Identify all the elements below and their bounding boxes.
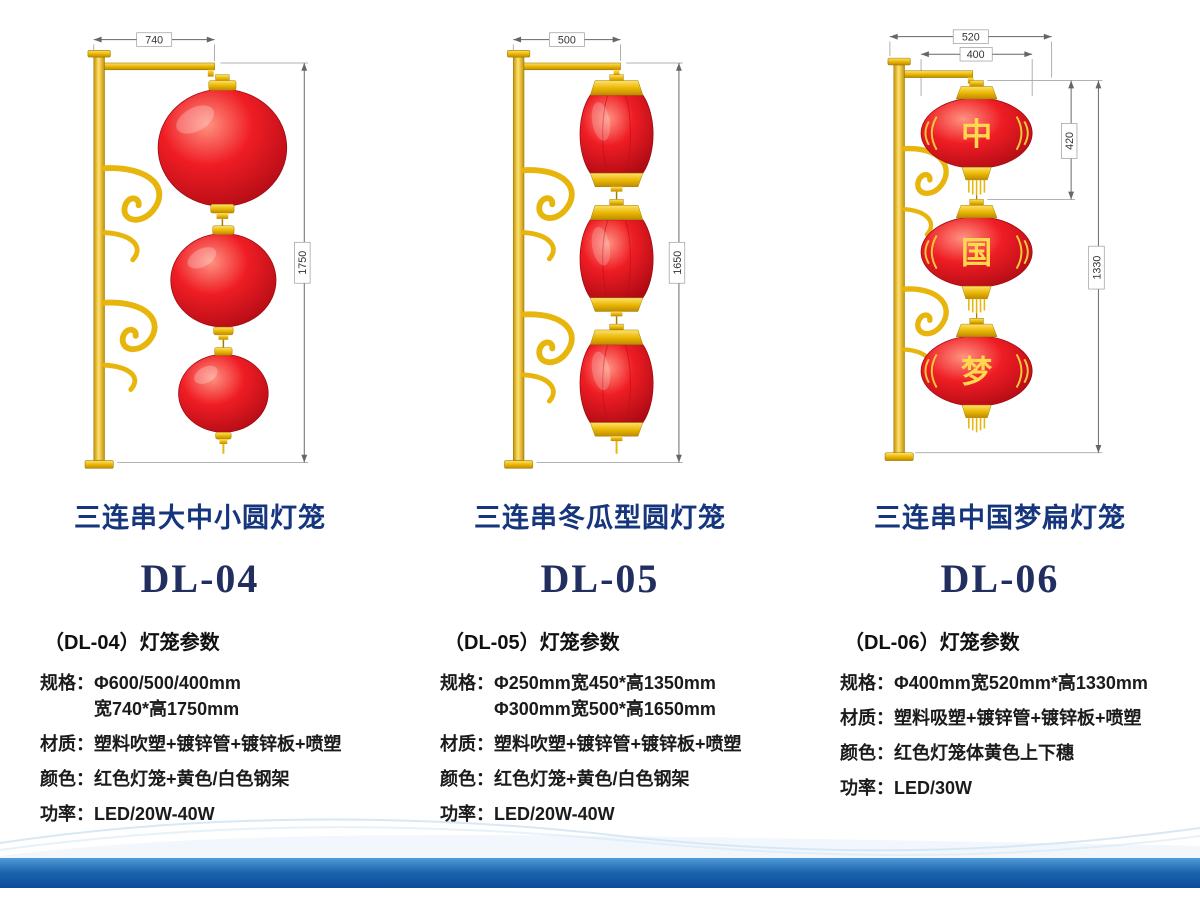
product-title: 三连串中国梦扁灯笼: [874, 503, 1126, 533]
product-model: DL-05: [540, 556, 660, 601]
lantern-small: [178, 347, 269, 454]
dim-total-height: 1330: [915, 80, 1105, 454]
dim-height-value: 1750: [297, 251, 309, 275]
spec-label: 功率：: [40, 804, 94, 825]
spec-label: 规格：: [440, 673, 494, 693]
spec-value: LED/20W-40W: [494, 804, 615, 825]
dim-inner-width-value: 400: [967, 49, 985, 61]
spec-label: 颜色：: [40, 769, 94, 790]
dim-width-value: 500: [558, 34, 576, 46]
lantern-drawing-dl05: 500: [504, 32, 686, 469]
product-drawing-dl06: 520 400: [800, 24, 1200, 482]
spec-row-material: 材质： 塑料吸塑+镀锌管+镀锌板+喷塑: [840, 705, 1200, 731]
product-model: DL-06: [940, 556, 1060, 601]
lantern-flat-zhong: 中: [920, 80, 1033, 200]
param-header: （DL-06）灯笼参数: [844, 632, 1020, 654]
product-drawing-dl05: 500: [400, 24, 800, 482]
bracket-frame: [84, 50, 215, 469]
spec-row-color: 颜色： 红色灯笼+黄色/白色钢架: [40, 766, 400, 792]
dim-outer-width-value: 520: [962, 32, 980, 44]
spec-label: 材质：: [440, 734, 494, 755]
spec-row-size: 规格： Φ400mm宽520mm*高1330mm: [840, 670, 1200, 696]
lantern-flat-guo: 国: [920, 199, 1033, 319]
product-columns: 740: [0, 24, 1200, 836]
spec-value: Φ600/500/400mm 宽740*高1750mm: [94, 673, 241, 720]
spec-value: LED/30W: [894, 778, 973, 799]
spec-value: LED/20W-40W: [94, 804, 215, 825]
lantern-flat-meng: 梦: [920, 318, 1033, 433]
spec-row-power: 功率： LED/20W-40W: [40, 801, 400, 827]
lantern-drawing-dl04: 740: [84, 32, 311, 469]
spec-value: 塑料吹塑+镀锌管+镀锌板+喷塑: [494, 734, 742, 755]
spec-value: 塑料吹塑+镀锌管+镀锌板+喷塑: [94, 734, 342, 755]
spec-value: 红色灯笼+黄色/白色钢架: [494, 769, 690, 790]
spec-label: 材质：: [40, 734, 94, 755]
dim-total-height: 1650: [536, 62, 686, 463]
spec-row-material: 材质： 塑料吹塑+镀锌管+镀锌板+喷塑: [40, 731, 400, 757]
dim-total-height: 1750: [117, 62, 311, 463]
spec-label: 颜色：: [840, 743, 894, 764]
dim-inner-width: 400: [920, 47, 1033, 97]
spec-list: 规格： Φ250mm宽450*高1350mm Φ300mm宽500*高1650m…: [440, 670, 800, 827]
bracket-frame: [504, 50, 621, 469]
lantern-large: [157, 74, 288, 227]
product-model: DL-04: [140, 556, 260, 601]
lantern-character: 国: [961, 236, 992, 271]
lantern-barrel-1: [579, 74, 654, 200]
dim-top-width: 740: [93, 32, 216, 62]
spec-row-color: 颜色： 红色灯笼+黄色/白色钢架: [440, 766, 800, 792]
lantern-drawing-dl06: 520 400: [884, 29, 1105, 461]
spec-label: 功率：: [440, 804, 494, 825]
spec-label: 功率：: [840, 778, 894, 799]
param-header: （DL-05）灯笼参数: [444, 632, 620, 654]
spec-row-color: 颜色： 红色灯笼体黄色上下穗: [840, 740, 1200, 766]
dim-upper-height-value: 420: [1064, 132, 1076, 150]
dim-outer-width: 520: [889, 29, 1053, 78]
spec-value: Φ400mm宽520mm*高1330mm: [894, 673, 1148, 693]
product-card-dl04: 740: [0, 24, 400, 836]
dim-top-width: 500: [512, 32, 621, 62]
lantern-barrel-3: [579, 323, 654, 454]
dim-height-value: 1330: [1091, 256, 1103, 280]
spec-value: 红色灯笼体黄色上下穗: [894, 743, 1074, 764]
spec-row-power: 功率： LED/30W: [840, 775, 1200, 801]
spec-value: 红色灯笼+黄色/白色钢架: [94, 769, 290, 790]
spec-value: 塑料吸塑+镀锌管+镀锌板+喷塑: [894, 708, 1142, 729]
lantern-character: 梦: [961, 355, 993, 390]
spec-label: 材质：: [840, 708, 894, 729]
lantern-barrel-2: [579, 199, 654, 325]
product-title: 三连串冬瓜型圆灯笼: [474, 503, 726, 533]
spec-list: 规格： Φ400mm宽520mm*高1330mm 材质： 塑料吸塑+镀锌管+镀锌…: [840, 670, 1200, 801]
dim-height-value: 1650: [672, 251, 684, 275]
product-drawing-dl04: 740: [0, 24, 400, 482]
lantern-medium: [170, 225, 277, 348]
footer-bar: [0, 858, 1200, 888]
spec-label: 颜色：: [440, 769, 494, 790]
dim-upper-height: 420: [987, 80, 1103, 200]
spec-row-size: 规格： Φ250mm宽450*高1350mm Φ300mm宽500*高1650m…: [440, 670, 800, 722]
spec-label: 规格：: [840, 673, 894, 693]
lantern-character: 中: [961, 117, 992, 152]
spec-label: 规格：: [40, 673, 94, 693]
spec-list: 规格： Φ600/500/400mm 宽740*高1750mm 材质： 塑料吹塑…: [40, 670, 400, 827]
dim-width-value: 740: [145, 34, 163, 46]
spec-row-power: 功率： LED/20W-40W: [440, 801, 800, 827]
spec-row-size: 规格： Φ600/500/400mm 宽740*高1750mm: [40, 670, 400, 722]
product-card-dl06: 520 400: [800, 24, 1200, 836]
spec-row-material: 材质： 塑料吹塑+镀锌管+镀锌板+喷塑: [440, 731, 800, 757]
param-header: （DL-04）灯笼参数: [44, 632, 220, 654]
spec-value: Φ250mm宽450*高1350mm Φ300mm宽500*高1650mm: [494, 673, 716, 720]
product-title: 三连串大中小圆灯笼: [74, 503, 326, 533]
product-card-dl05: 500: [400, 24, 800, 836]
